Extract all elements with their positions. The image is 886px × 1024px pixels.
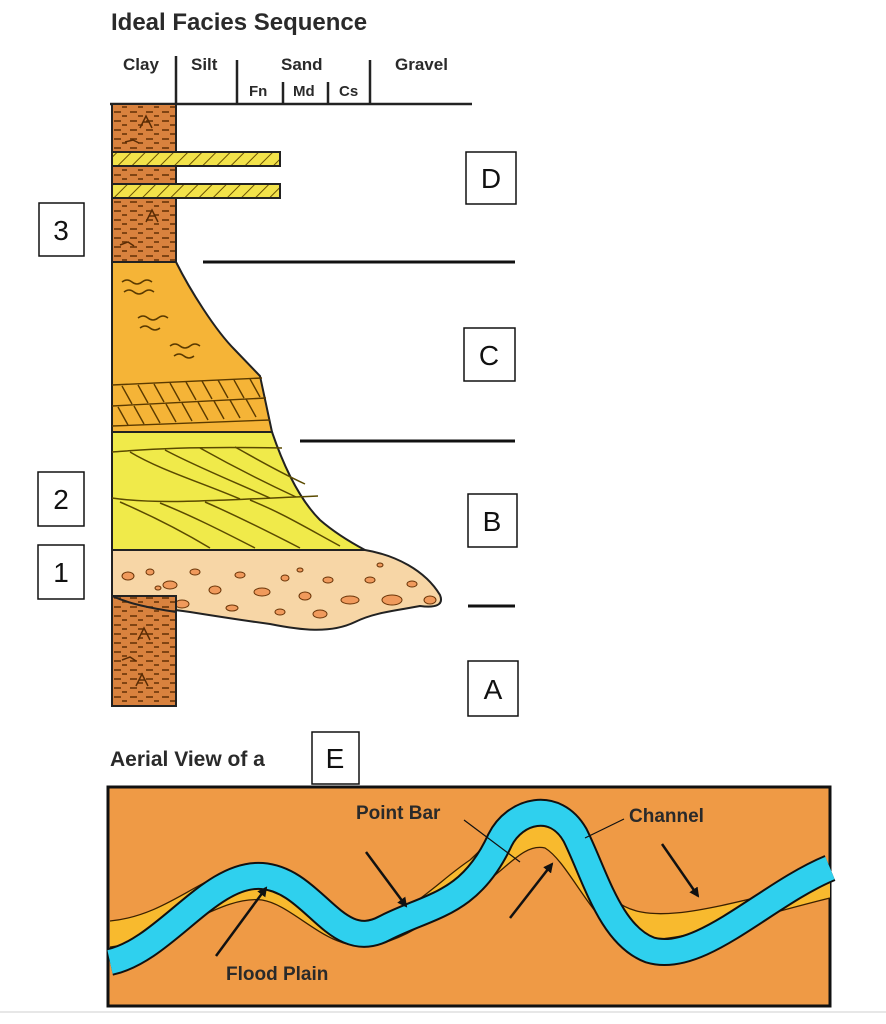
flood-plain-label: Flood Plain [226,964,328,985]
svg-text:D: D [481,163,501,194]
grain-fine-label: Fn [249,83,267,100]
number-box-1: 1 [37,544,85,600]
point-bar-label: Point Bar [356,803,441,824]
facies-column [111,103,515,707]
grain-gravel-label: Gravel [395,55,448,74]
arrow-lower-left [214,886,268,957]
crossbedded-sand-layer [111,431,366,551]
aerial-view-title: Aerial View of a [110,748,265,771]
facies-box-a: A [467,660,519,717]
facies-box-b: B [467,493,518,548]
svg-text:A: A [484,674,503,705]
svg-text:E: E [326,743,345,774]
thin-sand-layer-upper [111,151,281,167]
channel-label: Channel [629,806,704,827]
arrow-upper-right [660,843,700,898]
arrow-upper-left [364,851,408,908]
grain-medium-label: Md [293,83,315,100]
river-channel [106,800,835,974]
facies-box-c: C [463,327,516,382]
grain-silt-label: Silt [191,55,218,74]
svg-text:1: 1 [53,557,69,588]
diagram-title: Ideal Facies Sequence [111,9,367,36]
ripple-sand-layer [111,261,274,433]
grain-size-header: Clay Silt Sand Fn Md Cs Gravel [110,55,472,106]
point-bar-leader [463,819,521,863]
grain-clay-label: Clay [123,55,159,74]
aerial-box-e: E [311,731,360,785]
svg-text:3: 3 [53,215,69,246]
number-box-3: 3 [38,202,85,257]
number-box-2: 2 [37,471,85,527]
facies-box-d: D [465,151,517,205]
aerial-map: Point Bar Channel Flood Plain [106,785,836,1008]
svg-text:B: B [483,506,502,537]
svg-text:2: 2 [53,484,69,515]
arrow-lower-middle [509,862,554,919]
grain-coarse-label: Cs [339,83,358,100]
grain-sand-label: Sand [281,55,323,74]
svg-text:C: C [479,340,499,371]
thin-sand-layer-lower [111,183,281,199]
clay-layer-bottom [111,595,177,707]
channel-leader [584,818,625,839]
